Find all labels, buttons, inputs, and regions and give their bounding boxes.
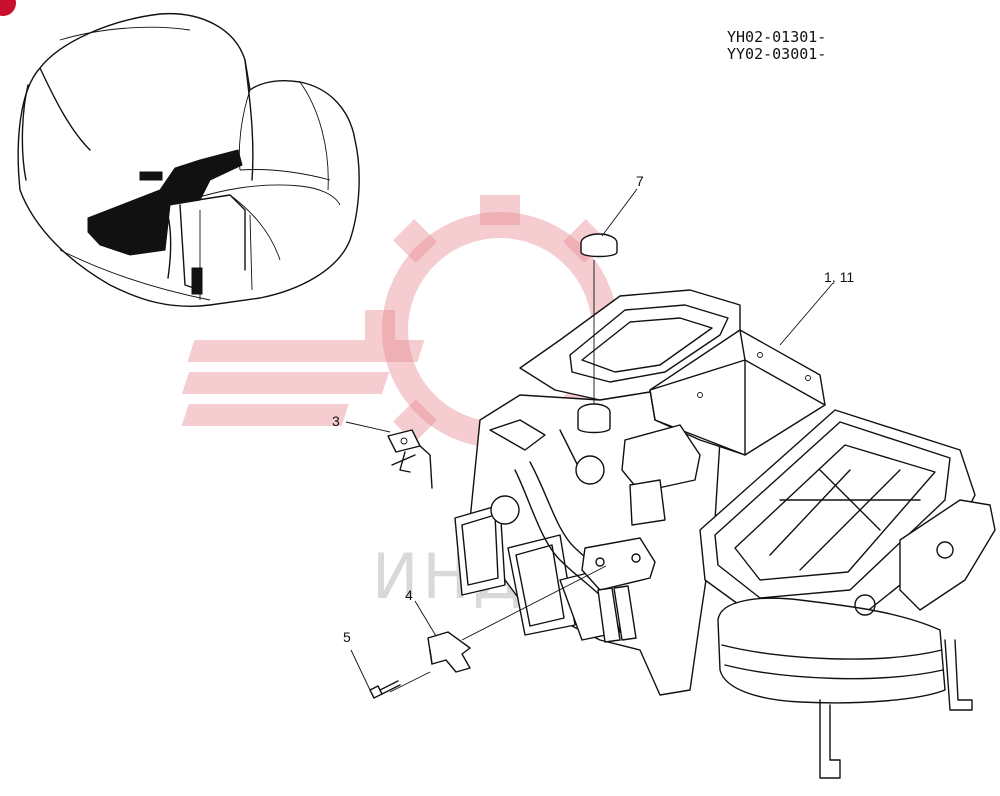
leader-lines <box>345 188 834 693</box>
callout-4: 4 <box>405 587 413 603</box>
callout-1-11: 1, 11 <box>824 269 855 285</box>
serial-range-2: YY02-03001- <box>727 45 827 63</box>
heater-unit-assembly <box>454 233 996 779</box>
part-4-plate <box>427 631 471 673</box>
corner-badge <box>0 0 16 16</box>
callout-5: 5 <box>343 629 351 645</box>
cab-overview <box>17 12 360 307</box>
part-3-bracket <box>387 429 433 489</box>
callout-7: 7 <box>636 173 644 189</box>
part-5-screw <box>369 680 401 699</box>
callout-3: 3 <box>332 413 340 429</box>
serial-range-1: YH02-01301- <box>727 28 827 46</box>
